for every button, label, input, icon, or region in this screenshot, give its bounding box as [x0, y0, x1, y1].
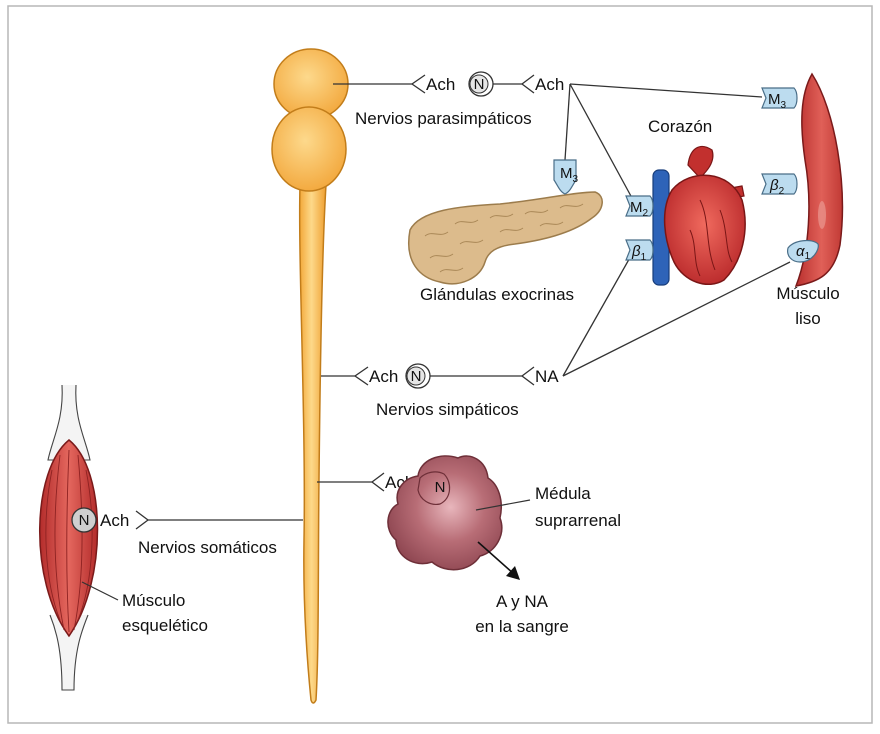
parasympathetic-label: Nervios parasimpáticos	[355, 109, 532, 128]
smooth-muscle: M3 β2 α1 Músculo liso	[762, 74, 842, 328]
heart-body	[665, 175, 746, 284]
somatic-pathway: N Ach Nervios somáticos Músculo esquelét…	[40, 385, 303, 690]
branch-to-smooth-alpha	[563, 262, 790, 376]
parasympathetic-post-terminal	[522, 75, 534, 93]
heart-label: Corazón	[648, 117, 712, 136]
adrenal-receptor-label: N	[435, 479, 446, 496]
exocrine-glands: M3 Glándulas exocrinas	[409, 160, 603, 304]
smooth-muscle-label-line1: Músculo	[776, 284, 839, 303]
branch-to-heart	[570, 84, 632, 198]
somatic-receptor-label: N	[79, 512, 90, 529]
sympathetic-pre-transmitter: Ach	[369, 367, 398, 386]
branch-to-smooth-muscle	[570, 84, 762, 97]
aortic-arch	[688, 146, 713, 178]
somatic-terminal	[136, 511, 148, 529]
adrenal-terminal	[372, 473, 384, 491]
sympathetic-pre-terminal	[355, 367, 368, 385]
smooth-muscle-label-line2: liso	[795, 309, 821, 328]
somatic-transmitter: Ach	[100, 511, 129, 530]
parasympathetic-post-transmitter: Ach	[535, 75, 564, 94]
glands-label: Glándulas exocrinas	[420, 285, 574, 304]
adrenal-output-line1: A y NA	[496, 592, 549, 611]
adrenal-label-line2: suprarrenal	[535, 511, 621, 530]
brain-lobe-lower	[272, 107, 346, 191]
adrenal-output-line2: en la sangre	[475, 617, 569, 636]
adrenal-output-arrow	[478, 542, 514, 574]
adrenal-label-line1: Médula	[535, 484, 591, 503]
parasympathetic-ganglion-label: N	[474, 76, 485, 93]
sympathetic-post-transmitter: NA	[535, 367, 559, 386]
adrenal-pathway: Ach N Médula suprarrenal A y NA en la sa…	[317, 456, 621, 636]
sympathetic-ganglion-label: N	[411, 368, 422, 385]
sympathetic-post-terminal	[522, 367, 534, 385]
branch-to-glands	[565, 84, 570, 160]
heart: Corazón M2 β1	[626, 117, 745, 285]
parasympathetic-pre-transmitter: Ach	[426, 75, 455, 94]
sympathetic-label: Nervios simpáticos	[376, 400, 519, 419]
smooth-muscle-highlight	[818, 201, 826, 229]
parasympathetic-pre-terminal	[412, 75, 425, 93]
skeletal-label-line2: esquelético	[122, 616, 208, 635]
branch-to-heart-beta	[563, 254, 632, 376]
skeletal-label-line1: Músculo	[122, 591, 185, 610]
somatic-label: Nervios somáticos	[138, 538, 277, 557]
spinal-cord-shaft	[300, 185, 326, 703]
